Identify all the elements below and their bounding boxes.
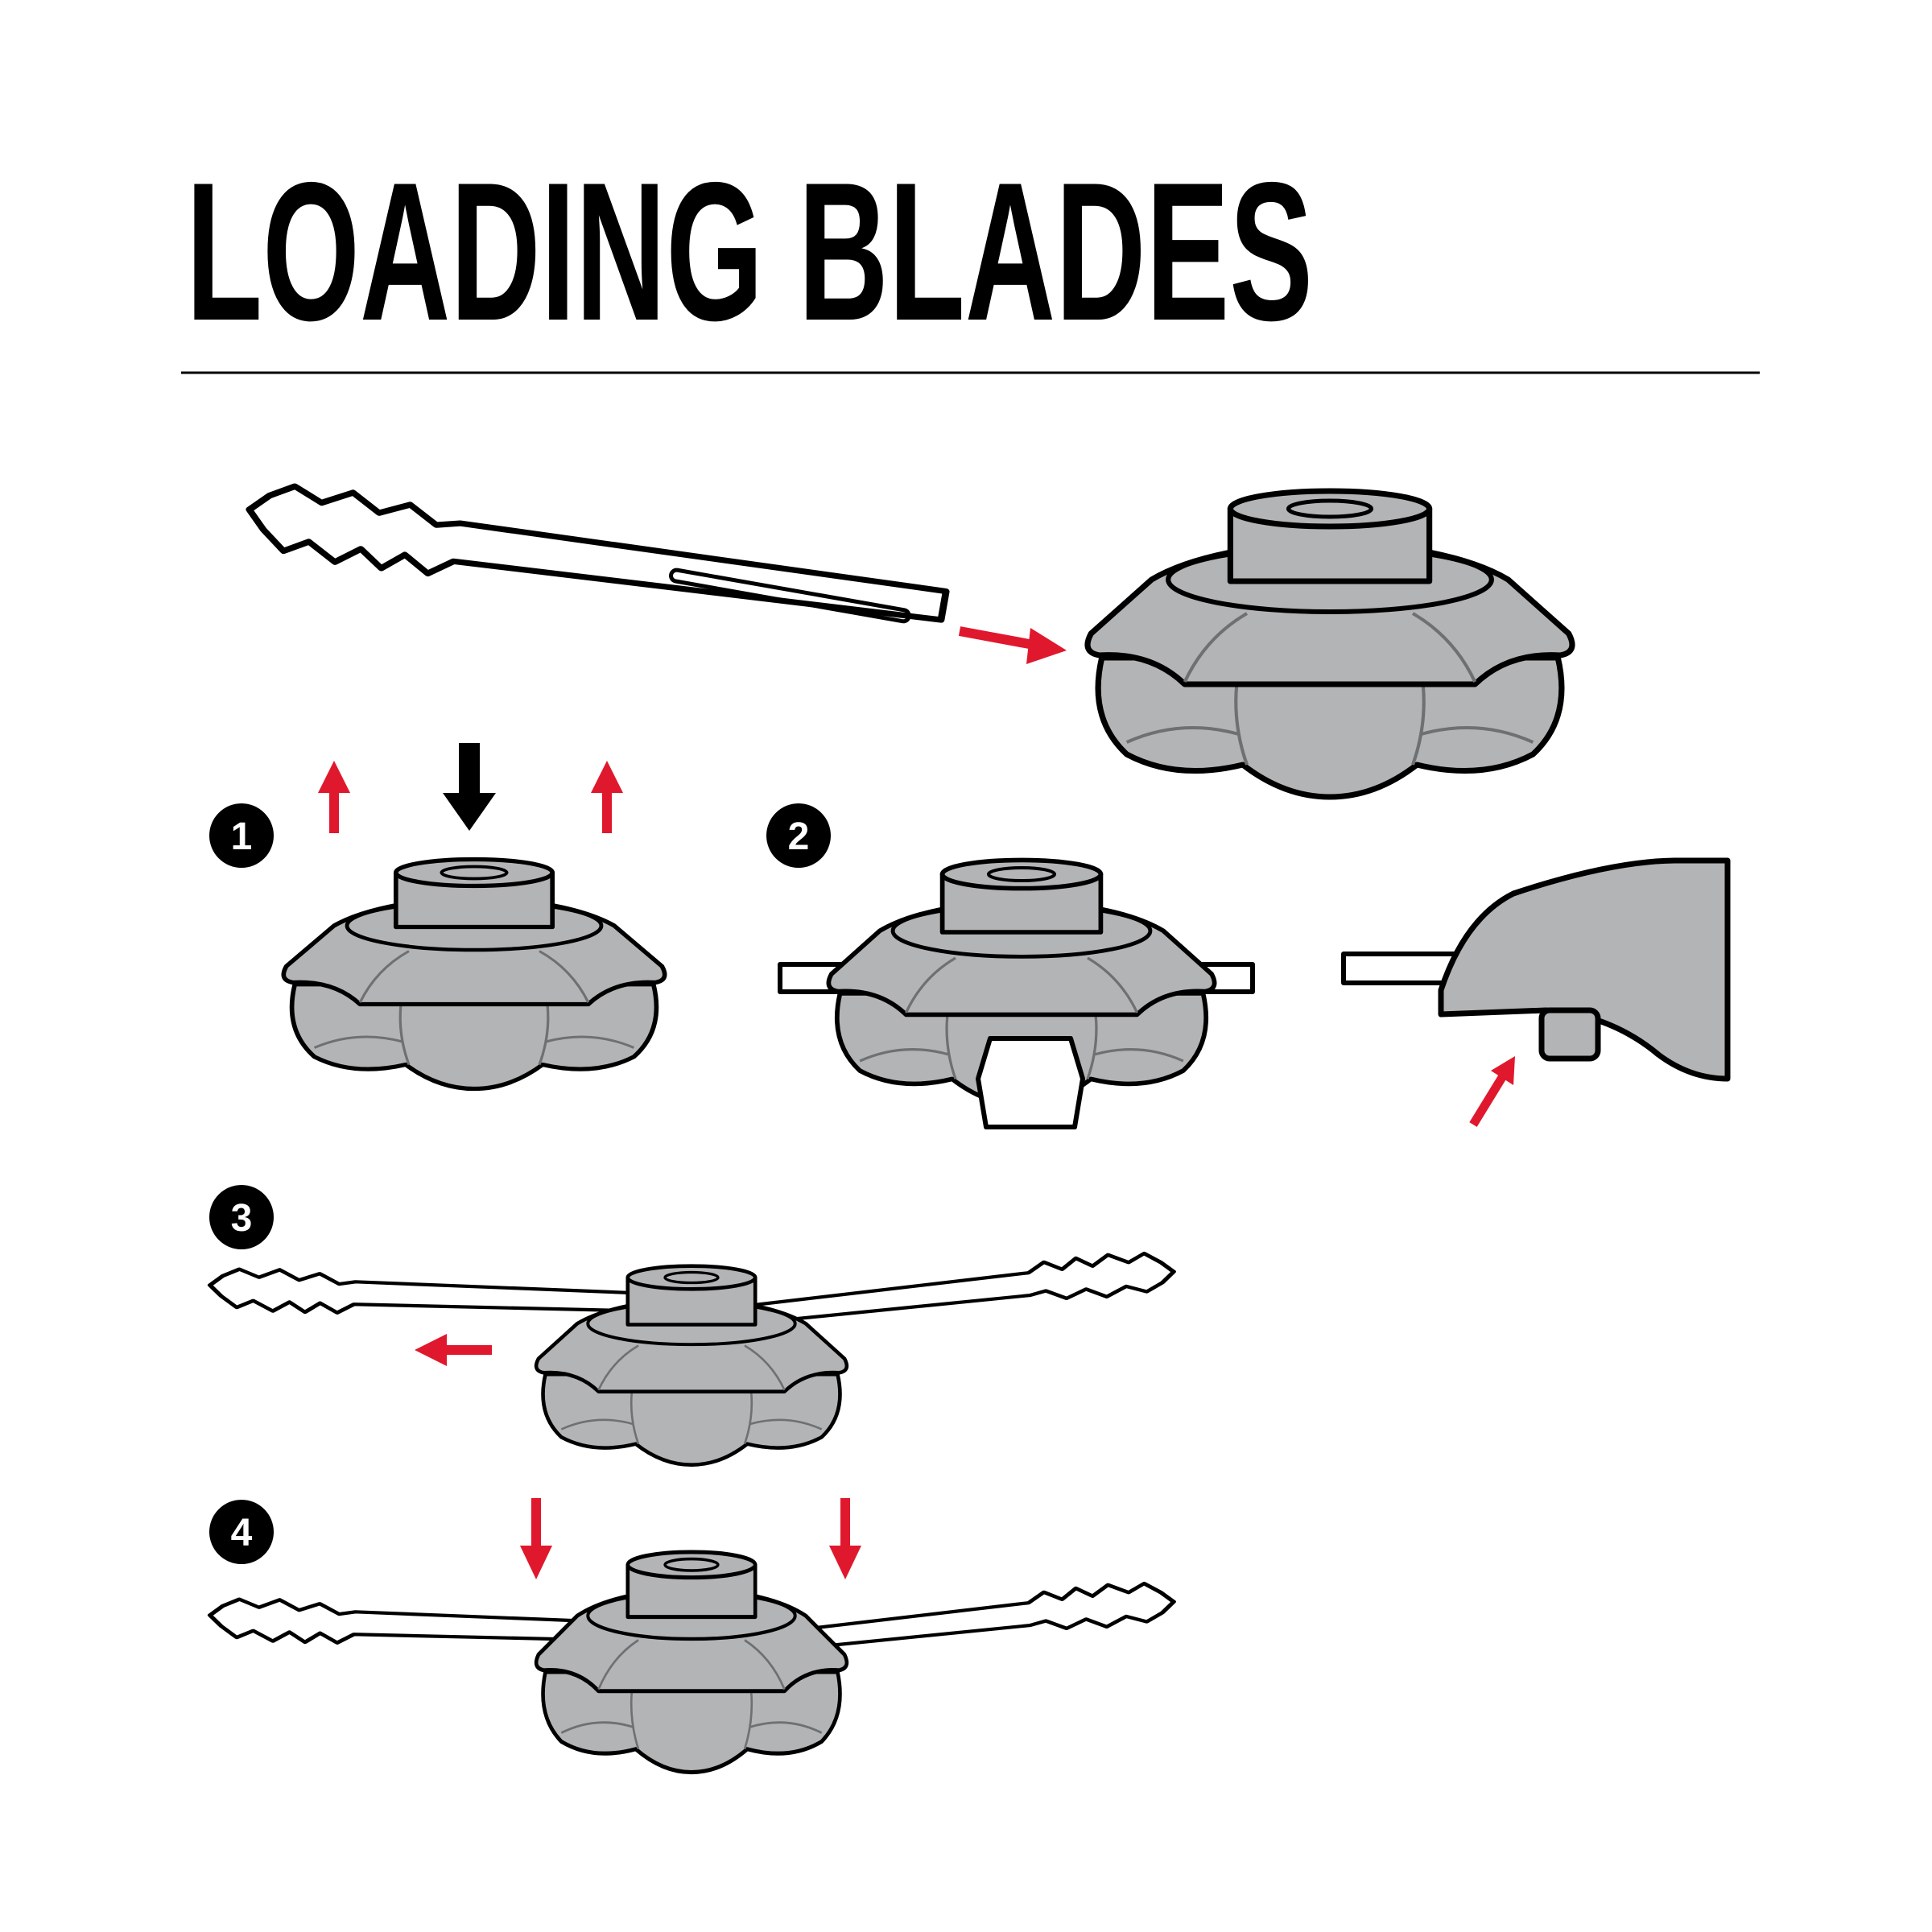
page-title: LOADING BLADES xyxy=(186,141,1313,361)
step-badge xyxy=(209,1500,274,1564)
step-badge xyxy=(209,803,274,868)
red-arrowhead-icon xyxy=(520,1546,552,1579)
red-arrowhead-icon xyxy=(318,761,350,793)
red-arrow-up-icon xyxy=(1469,1072,1508,1127)
black-arrow-down-icon xyxy=(459,743,480,799)
step-number: 1 xyxy=(231,815,253,858)
red-arrow-down-icon xyxy=(531,1498,541,1550)
step-1: 1 xyxy=(209,743,665,1089)
red-arrowhead-icon xyxy=(1491,1056,1515,1085)
red-arrowhead-icon xyxy=(591,761,623,793)
red-arrow-up-icon xyxy=(329,785,339,833)
step-number: 4 xyxy=(231,1512,253,1554)
trimmer-hub-large xyxy=(1088,491,1572,797)
red-arrow-left-icon xyxy=(439,1345,492,1355)
detail-view xyxy=(1341,857,1731,1127)
step-number: 3 xyxy=(231,1197,253,1240)
red-arrow-up-icon xyxy=(602,785,612,833)
pin-detail xyxy=(1538,1007,1601,1062)
step-4: 4 xyxy=(208,1498,1175,1773)
red-arrow-down-icon xyxy=(840,1498,850,1550)
step-badge xyxy=(209,1185,274,1249)
step-3: 3 xyxy=(208,1185,1175,1465)
trimmer-hub-assembled xyxy=(536,1552,847,1773)
black-arrowhead-icon xyxy=(443,793,496,831)
spindle xyxy=(976,1036,1085,1129)
red-arrowhead-icon xyxy=(1026,628,1067,664)
hub-detail xyxy=(1438,857,1731,1082)
red-arrowhead-icon xyxy=(829,1546,861,1579)
step-badge xyxy=(766,803,831,868)
step-number: 2 xyxy=(788,815,810,858)
step-2: 2 xyxy=(766,803,1255,1129)
blade-illustration xyxy=(243,469,946,667)
red-arrowhead-icon xyxy=(415,1334,447,1366)
trimmer-hub xyxy=(283,860,664,1089)
